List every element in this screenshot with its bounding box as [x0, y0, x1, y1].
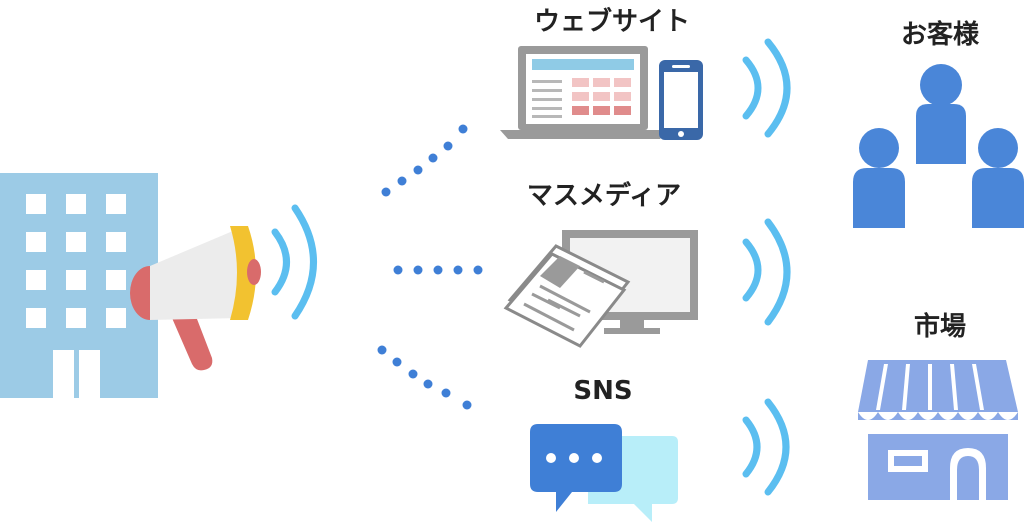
smartphone-icon	[659, 60, 703, 140]
sound-waves-sns	[742, 398, 790, 496]
label-market: 市場	[913, 312, 966, 342]
chat-bubbles-icon	[530, 424, 678, 522]
label-customers: お客様	[900, 20, 979, 50]
laptop-icon	[500, 46, 668, 139]
label-website: ウェブサイト	[533, 7, 690, 37]
sound-waves-website	[742, 38, 791, 138]
megaphone-sound-waves	[271, 204, 317, 320]
newspaper-icon	[503, 244, 631, 348]
dotted-connector-bottom	[377, 345, 472, 410]
customers-people-icon	[853, 64, 1024, 228]
storefront-icon	[858, 360, 1018, 500]
dotted-connector-middle	[393, 265, 483, 275]
label-sns: SNS	[573, 376, 633, 406]
megaphone-icon	[130, 226, 261, 371]
label-mass-media: マスメディア	[526, 181, 682, 211]
sound-waves-mass-media	[742, 218, 791, 326]
dotted-connector-top	[381, 124, 468, 197]
